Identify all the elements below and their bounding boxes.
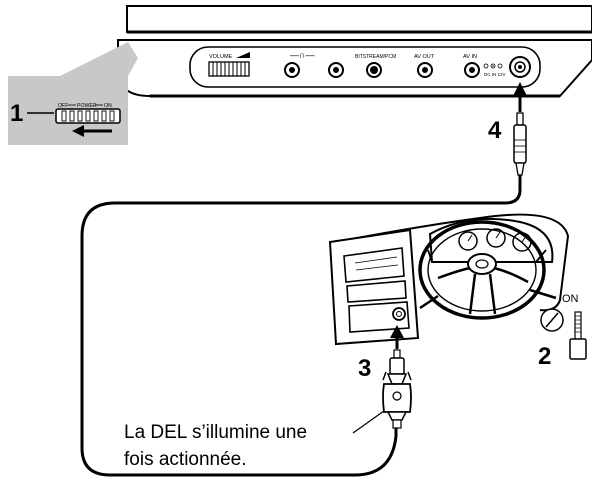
insert-plug-arrow-icon — [513, 82, 527, 112]
step-3-number: 3 — [358, 355, 371, 382]
dvd-player: VOLUME —∩— BITSTREAM/PCM — [117, 5, 592, 98]
caption-line-1: La DEL s’illumine une — [124, 422, 307, 443]
step-4-number: 4 — [488, 117, 502, 144]
slide-left-arrow-icon — [72, 125, 112, 137]
lighter-socket[interactable] — [392, 307, 406, 321]
step-1-number: 1 — [10, 100, 23, 127]
bitstream-jack[interactable] — [366, 62, 382, 78]
dc-in-jack[interactable] — [509, 56, 531, 78]
av-out-label: AV OUT — [414, 54, 435, 60]
volume-wheel[interactable] — [208, 61, 250, 77]
volume-ramp-icon — [236, 52, 250, 58]
av-in-jack[interactable] — [464, 62, 480, 78]
switch-power-label: POWER — [77, 103, 97, 109]
ignition-key-icon — [569, 311, 587, 360]
headphone-jack-1[interactable] — [284, 62, 300, 78]
headphones-label: —∩— — [290, 50, 314, 60]
volume-label: VOLUME — [209, 54, 233, 60]
power-cable — [80, 175, 522, 477]
av-in-label: AV IN — [463, 54, 477, 60]
av-out-jack[interactable] — [417, 62, 433, 78]
insert-adapter-arrow-icon — [390, 325, 404, 349]
step-2-number: 2 — [538, 343, 551, 370]
dc-polarity-icon — [483, 63, 503, 69]
power-slide-switch[interactable] — [55, 108, 121, 124]
car-adapter-plug — [382, 349, 412, 429]
dc-barrel-plug — [513, 112, 527, 176]
connector-panel — [189, 46, 541, 88]
power-switch-zoom: 1 OFF POWER ON — [8, 42, 138, 145]
steering-wheel — [418, 220, 547, 320]
bitstream-label: BITSTREAM/PCM — [355, 54, 396, 60]
switch-on-label: ON — [104, 103, 112, 109]
car-dashboard — [328, 213, 570, 346]
headphone-jack-2[interactable] — [328, 62, 344, 78]
ignition-on-label: ON — [562, 293, 579, 305]
led-pointer-line — [352, 410, 385, 434]
ignition-slot-icon — [540, 308, 564, 332]
switch-off-label: OFF — [58, 103, 68, 109]
dc-in-label: DC IN 12V — [484, 72, 506, 77]
caption-line-2: fois actionnée. — [124, 449, 247, 470]
